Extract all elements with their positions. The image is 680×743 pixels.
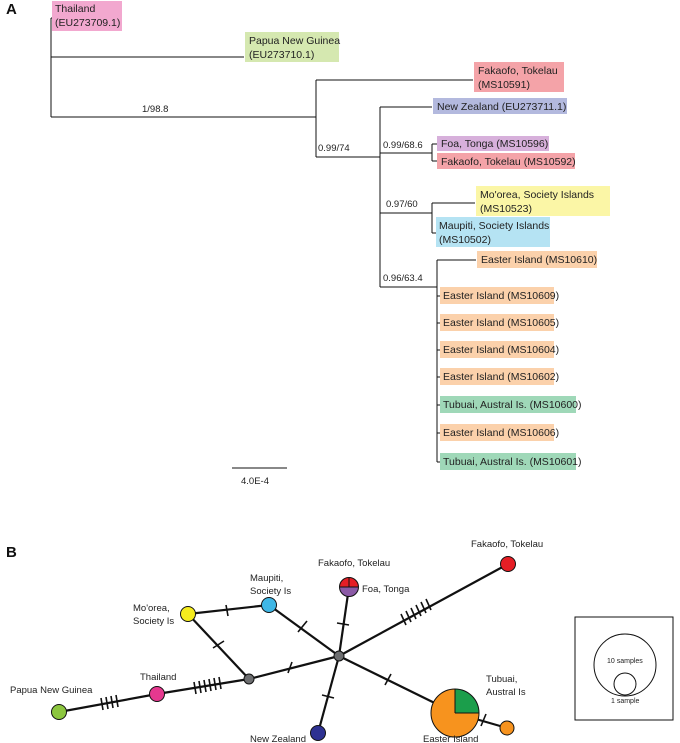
size-legend: 10 samples 1 sample [574,616,674,721]
node-fakaofo-right [500,556,516,572]
taxon-label: Fakaofo, Tokelau [478,65,558,77]
mutation-ticks [100,598,487,727]
taxon-box-tubuai1 [440,396,576,413]
taxon-label: Tubuai, Austral Is. (MS10600) [443,399,582,411]
label-foa-tonga: Foa, Tonga [362,584,410,595]
taxon-label: Papua New Guinea [249,35,340,47]
panel-b-label: B [6,544,17,561]
taxon-label: Easter Island (MS10602) [443,371,559,383]
label-fakaofo-top: Fakaofo, Tokelau [318,558,390,569]
taxon-box-easter0 [477,251,597,268]
taxon-label: Easter Island (MS10610) [481,254,597,266]
taxon-label: Maupiti, Society Islands [439,220,549,232]
label-tubuai-2: Austral Is [486,687,526,698]
taxon-accession: (MS10502) [439,234,491,246]
taxon-box-fakaofo1 [474,62,564,92]
legend-large-label: 10 samples [607,658,643,665]
node-thailand [149,686,165,702]
taxon-box-easter5 [440,424,554,441]
legend-small-label: 1 sample [611,698,640,705]
taxon-accession: (EU273710.1) [249,49,314,61]
taxon-box-maupiti [436,217,550,247]
label-new-zealand: New Zealand [250,734,306,743]
taxon-label: Easter Island (MS10604) [443,344,559,356]
support-tonga: 0.99/68.6 [383,140,423,151]
node-easter-small [499,720,515,736]
node-easter-tubuai-pie [430,688,480,738]
taxon-box-png [245,32,339,62]
taxon-box-moorea [476,186,610,216]
support-pacific: 0.99/74 [318,143,350,154]
label-tubuai-1: Tubuai, [486,674,517,685]
taxon-box-easter1 [440,287,554,304]
panel-a-label: A [6,1,17,18]
node-median-2 [333,650,345,662]
taxon-label: Thailand [55,3,95,15]
node-median-1 [243,673,255,685]
node-moorea [180,606,196,622]
support-easter: 0.96/63.4 [383,273,423,284]
taxon-accession: (MS10523) [480,203,532,215]
label-moorea-1: Mo'orea, [133,603,170,614]
taxon-box-thailand [52,1,122,31]
node-papua-new-guinea [51,704,67,720]
label-fakaofo-right: Fakaofo, Tokelau [471,539,543,550]
label-moorea-2: Society Is [133,616,174,627]
taxon-box-nz [433,98,567,114]
label-easter-island: Easter Island [423,734,478,743]
taxon-label: Easter Island (MS10609) [443,290,559,302]
taxon-label: Easter Island (MS10606) [443,427,559,439]
taxon-box-fakaofo2 [437,153,575,169]
taxon-box-easter4 [440,368,554,385]
label-maupiti-2: Society Is [250,586,291,597]
node-new-zealand [310,725,326,741]
taxon-label: Mo'orea, Society Islands [480,189,594,201]
node-fakaofo-foa-pie [339,577,359,597]
support-society: 0.97/60 [386,199,418,210]
support-root: 1/98.8 [142,104,168,115]
taxon-label: Fakaofo, Tokelau (MS10592) [441,156,576,168]
tree-branches [50,17,476,463]
taxon-box-foa [437,136,549,151]
label-maupiti-1: Maupiti, [250,573,283,584]
taxon-label: Tubuai, Austral Is. (MS10601) [443,456,582,468]
taxon-accession: (MS10591) [478,79,530,91]
taxon-accession: (EU273709.1) [55,17,120,29]
taxon-label: New Zealand (EU273711.1) [437,101,566,113]
tree-taxa: Thailand (EU273709.1) Papua New Guinea (… [52,1,610,470]
taxon-label: Easter Island (MS10605) [443,317,559,329]
scale-bar-label: 4.0E-4 [241,476,269,487]
taxon-box-tubuai2 [440,453,576,470]
node-maupiti [261,597,277,613]
taxon-box-easter3 [440,341,554,358]
label-thailand: Thailand [140,672,176,683]
taxon-box-easter2 [440,314,554,331]
taxon-label: Foa, Tonga (MS10596) [441,138,548,150]
label-papua-new-guinea: Papua New Guinea [10,685,93,696]
